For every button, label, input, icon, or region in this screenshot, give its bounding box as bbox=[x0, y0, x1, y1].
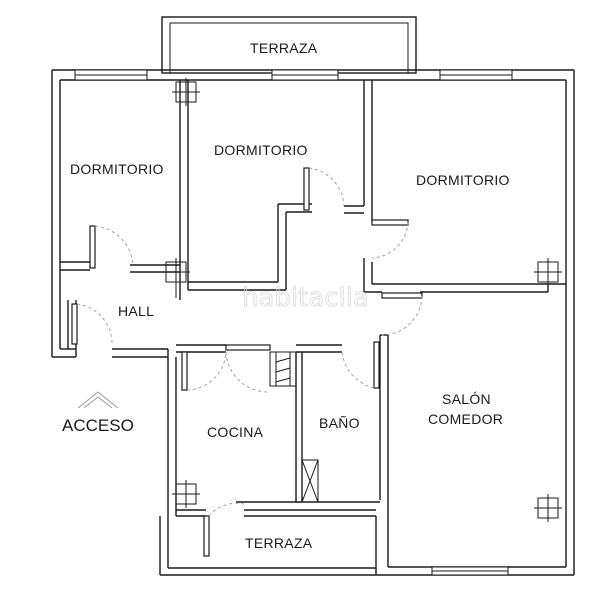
bath-shower-detail bbox=[269, 351, 319, 503]
acceso-arrow bbox=[77, 391, 119, 409]
label-dormitorio-center: DORMITORIO bbox=[214, 142, 308, 158]
top-windows bbox=[74, 69, 513, 576]
label-dormitorio-left: DORMITORIO bbox=[70, 161, 164, 177]
doors bbox=[71, 167, 423, 557]
label-terraza-bottom: TERRAZA bbox=[245, 535, 313, 551]
interior-walls bbox=[60, 80, 566, 567]
label-terraza-top: TERRAZA bbox=[250, 40, 318, 56]
label-bano: BAÑO bbox=[319, 415, 360, 431]
label-salon: SALÓN bbox=[442, 391, 491, 407]
outer-walls bbox=[51, 69, 575, 576]
label-dormitorio-right: DORMITORIO bbox=[416, 172, 510, 188]
label-acceso: ACCESO bbox=[62, 416, 134, 435]
pillars bbox=[162, 78, 562, 522]
label-cocina: COCINA bbox=[207, 424, 264, 440]
label-hall: HALL bbox=[118, 303, 154, 319]
watermark: habitaclia bbox=[242, 283, 369, 313]
label-comedor: COMEDOR bbox=[428, 411, 503, 427]
